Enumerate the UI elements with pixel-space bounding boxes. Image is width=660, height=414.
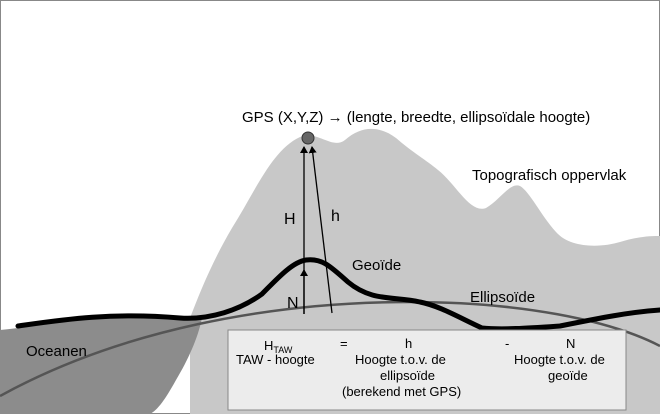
formula-equals: =	[340, 336, 348, 351]
oceanen-label: Oceanen	[26, 343, 87, 360]
ocean	[0, 316, 202, 414]
gps-station-dot	[301, 131, 315, 145]
h-arrow-line	[308, 146, 333, 314]
formula-box: HTAW = h - N TAW - hoogte Hoogte t.o.v. …	[227, 329, 627, 411]
N-label: N	[287, 295, 299, 312]
formula-h: h	[405, 336, 412, 351]
desc-N-1: Hoogte t.o.v. de	[514, 352, 605, 367]
geoid-line	[15, 257, 660, 332]
formula-N: N	[566, 336, 575, 351]
geoide-label: Geoïde	[352, 257, 401, 274]
desc-h-2: ellipsoïde	[380, 368, 435, 383]
formula-minus: -	[505, 336, 509, 351]
desc-h-3: (berekend met GPS)	[342, 384, 461, 399]
H-label: H	[284, 211, 296, 228]
desc-h-1: Hoogte t.o.v. de	[355, 352, 446, 367]
gps-title: GPS (X,Y,Z) → (lengte, breedte, ellipsoï…	[242, 109, 590, 126]
desc-H: TAW - hoogte	[236, 352, 315, 367]
desc-N-2: geoïde	[548, 368, 588, 383]
h-label: h	[331, 208, 340, 225]
ellipsoide-label: Ellipsoïde	[470, 289, 535, 306]
topo-label: Topografisch oppervlak	[472, 167, 627, 184]
formula-H: HTAW	[264, 338, 293, 355]
formula-box-bg	[227, 329, 627, 411]
